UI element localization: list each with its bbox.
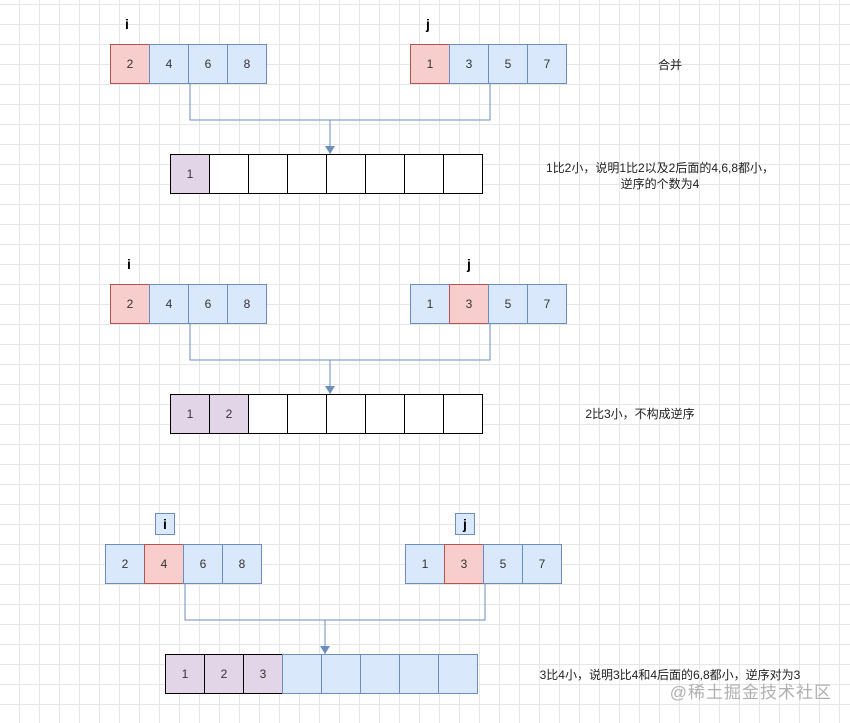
array-cell xyxy=(443,154,483,194)
left-subarray: 2 4 6 8 xyxy=(110,284,267,324)
array-cell: 7 xyxy=(527,284,567,324)
array-cell xyxy=(365,394,405,434)
array-cell: 5 xyxy=(488,44,528,84)
array-cell: 8 xyxy=(227,284,267,324)
array-cell xyxy=(438,654,478,694)
pointer-i-label: i xyxy=(125,16,129,32)
array-cell xyxy=(404,394,444,434)
array-cell xyxy=(248,154,288,194)
connector-step-2 xyxy=(189,324,491,361)
array-cell xyxy=(209,154,249,194)
step-2-note: 2比3小，不构成逆序 xyxy=(560,406,720,422)
array-cell xyxy=(443,394,483,434)
array-cell: 1 xyxy=(170,154,210,194)
merged-array: 1 xyxy=(170,154,483,194)
array-cell xyxy=(326,394,366,434)
array-cell: 5 xyxy=(483,544,523,584)
watermark: @稀土掘金技术社区 xyxy=(669,683,832,702)
pointer-i-label: i xyxy=(127,256,131,272)
array-cell: 6 xyxy=(188,284,228,324)
array-cell xyxy=(404,154,444,194)
array-cell xyxy=(287,154,327,194)
array-cell: 1 xyxy=(410,284,450,324)
pointer-j-label: j xyxy=(426,16,430,32)
array-cell: 3 xyxy=(444,544,484,584)
array-cell: 4 xyxy=(144,544,184,584)
step-1-note: 1比2小，说明1比2以及2后面的4,6,8都小， 逆序的个数为4 xyxy=(520,160,800,192)
array-cell: 2 xyxy=(110,44,150,84)
right-subarray: 1 3 5 7 xyxy=(410,284,567,324)
array-cell: 2 xyxy=(110,284,150,324)
array-cell xyxy=(248,394,288,434)
pointer-j-label: j xyxy=(467,256,471,272)
left-subarray: 2 4 6 8 xyxy=(110,44,267,84)
array-cell: 4 xyxy=(149,284,189,324)
array-cell: 1 xyxy=(405,544,445,584)
pointer-i-label: i xyxy=(155,513,175,535)
pointer-j-label: j xyxy=(455,513,475,535)
right-subarray: 1 3 5 7 xyxy=(410,44,567,84)
array-cell xyxy=(326,154,366,194)
array-cell: 1 xyxy=(410,44,450,84)
left-subarray: 2 4 6 8 xyxy=(105,544,262,584)
array-cell: 3 xyxy=(243,654,283,694)
array-cell: 1 xyxy=(165,654,205,694)
array-cell: 8 xyxy=(227,44,267,84)
note-line: 逆序的个数为4 xyxy=(620,177,700,191)
array-cell: 2 xyxy=(105,544,145,584)
array-cell xyxy=(399,654,439,694)
note-line: 1比2小，说明1比2以及2后面的4,6,8都小， xyxy=(545,161,775,175)
array-cell xyxy=(287,394,327,434)
array-cell xyxy=(282,654,322,694)
note-line: 2比3小，不构成逆序 xyxy=(585,407,695,421)
merged-array: 1 2 3 xyxy=(165,654,478,694)
array-cell: 7 xyxy=(522,544,562,584)
array-cell xyxy=(365,154,405,194)
array-cell: 6 xyxy=(188,44,228,84)
array-cell: 7 xyxy=(527,44,567,84)
note-line: 3比4小，说明3比4和4后面的6,8都小，逆序对为3 xyxy=(539,668,801,682)
note-line: 合并 xyxy=(657,58,682,72)
array-cell: 2 xyxy=(204,654,244,694)
connector-step-1 xyxy=(189,84,491,121)
connector-step-3 xyxy=(184,584,486,621)
step-3-note: 3比4小，说明3比4和4后面的6,8都小，逆序对为3 xyxy=(520,667,820,683)
right-subarray: 1 3 5 7 xyxy=(405,544,562,584)
array-cell xyxy=(360,654,400,694)
array-cell: 3 xyxy=(449,44,489,84)
merge-note: 合并 xyxy=(640,57,700,73)
array-cell: 3 xyxy=(449,284,489,324)
array-cell: 6 xyxy=(183,544,223,584)
array-cell: 5 xyxy=(488,284,528,324)
array-cell xyxy=(321,654,361,694)
array-cell: 4 xyxy=(149,44,189,84)
array-cell: 8 xyxy=(222,544,262,584)
array-cell: 2 xyxy=(209,394,249,434)
array-cell: 1 xyxy=(170,394,210,434)
merged-array: 1 2 xyxy=(170,394,483,434)
